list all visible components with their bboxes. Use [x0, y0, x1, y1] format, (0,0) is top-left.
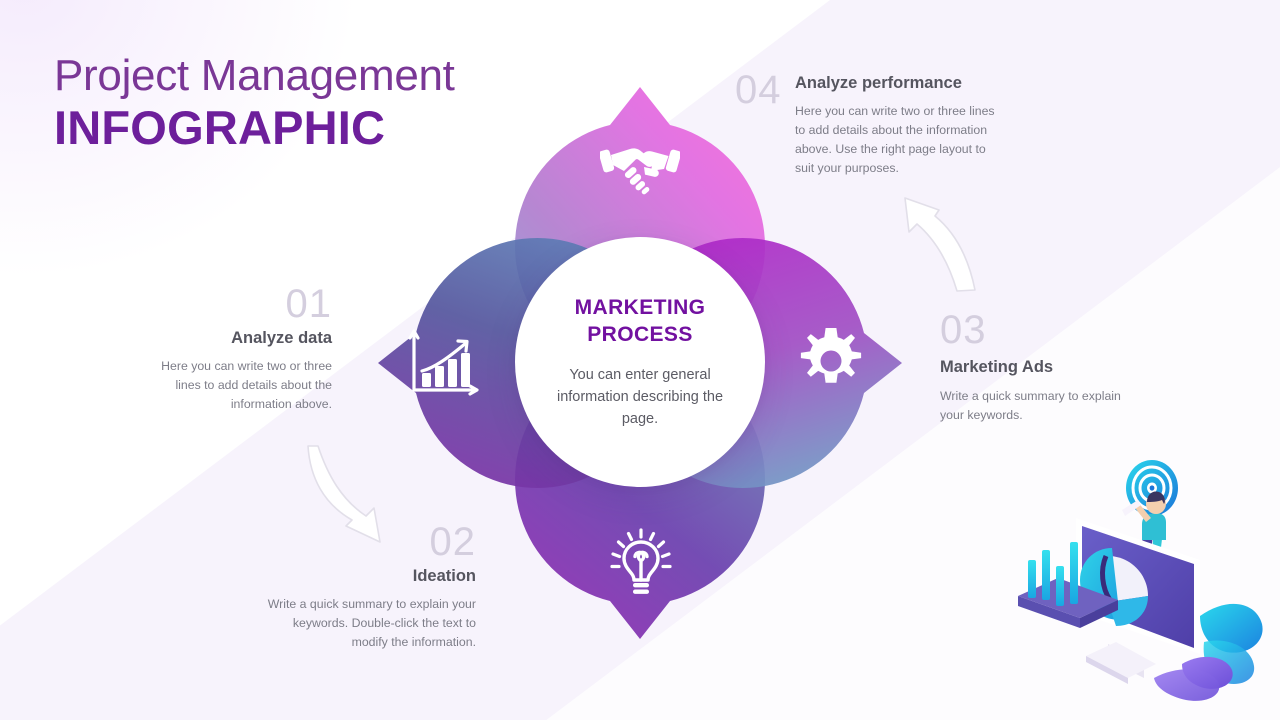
step-02-number: 02 — [429, 520, 476, 564]
center-heading: MARKETING PROCESS — [575, 294, 706, 349]
bar-chart-growth-icon — [408, 328, 480, 398]
page-title: Project Management INFOGRAPHIC — [54, 52, 455, 155]
lightbulb-icon — [608, 528, 674, 600]
monitor-with-pie-chart — [1076, 518, 1200, 684]
decorative-leaves — [1154, 596, 1263, 701]
step-01-number: 01 — [285, 282, 332, 326]
step-01: 01 Analyze data Here you can write two o… — [140, 284, 332, 414]
gear-icon — [798, 328, 864, 394]
background-soft-glow — [0, 0, 360, 280]
step-04-number: 04 — [735, 68, 782, 112]
handshake-icon — [600, 136, 680, 198]
center-heading-line-2: PROCESS — [587, 323, 693, 347]
center-heading-line-1: MARKETING — [574, 296, 706, 320]
step-02: 02 Ideation Write a quick summary to exp… — [258, 522, 476, 652]
center-description: You can enter general information descri… — [556, 366, 724, 427]
title-line-2: INFOGRAPHIC — [54, 100, 386, 154]
step-03: 03 Marketing Ads Write a quick summary t… — [940, 310, 1140, 425]
step-03-description: Write a quick summary to explain your ke… — [940, 388, 1121, 422]
step-02-description: Write a quick summary to explain your ke… — [267, 596, 476, 649]
arrow-03-to-04-icon — [865, 188, 980, 292]
bar-chart-pedestal — [1018, 542, 1118, 628]
step-03-number: 03 — [940, 308, 987, 352]
step-04: 04 Analyze performance Here you can writ… — [735, 64, 1005, 178]
step-04-description: Here you can write two or three lines to… — [795, 103, 995, 175]
step-01-title: Analyze data — [231, 329, 332, 347]
data-analytics-isometric-illustration — [1004, 456, 1272, 714]
arrow-01-to-02-icon — [302, 442, 424, 550]
title-line-1: Project Management — [54, 51, 455, 100]
center-circle: MARKETING PROCESS You can enter general … — [515, 237, 765, 487]
step-01-description: Here you can write two or three lines to… — [161, 358, 332, 411]
step-04-title: Analyze performance — [795, 74, 962, 92]
step-03-title: Marketing Ads — [940, 358, 1054, 376]
step-02-title: Ideation — [412, 567, 476, 585]
